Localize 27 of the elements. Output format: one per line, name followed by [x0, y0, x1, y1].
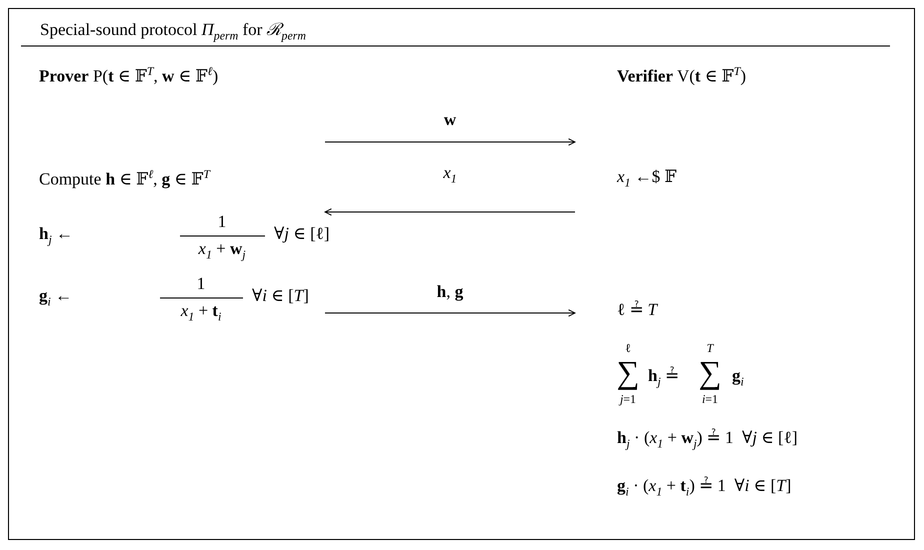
message-label: h, g: [436, 282, 464, 302]
message-label: w: [444, 110, 456, 130]
assignment-text: h$_{j}$ ←: [39, 224, 74, 247]
verification-check: ℓ ≟ T: [617, 300, 658, 320]
quantifier-text: ∀i ∈ [T]: [252, 286, 309, 306]
sum-symbol: ∑: [698, 356, 722, 388]
quantifier-text: ∀j ∈ [ℓ]: [274, 224, 330, 244]
fraction-denominator: x$_{1}$ + w$_{j}$: [198, 239, 246, 262]
sum-symbol: ∑: [616, 356, 640, 388]
verification-check: g$_{i}$ · (x$_{1}$ + t$_{i}$) ≟ 1 ∀i ∈ [T]: [617, 476, 792, 499]
verification-check: h$_{j}$ ≟: [648, 366, 680, 389]
assignment-text: g$_{i}$ ←: [39, 286, 72, 309]
fraction-numerator: 1: [196, 274, 206, 294]
sum-upper-limit: T: [706, 341, 714, 356]
verification-check: h$_{j}$ · (x$_{1}$ + w$_{j}$) ≟ 1 ∀j ∈ [ℓ]: [617, 428, 798, 451]
sum-lower-limit: j=1: [620, 392, 636, 406]
sum-lower-limit: i=1: [702, 392, 718, 406]
computation-step: Compute h ∈ 𝔽$^{ℓ}$, g ∈ 𝔽$^{T}$: [39, 167, 210, 190]
party-heading: Verifier V(t ∈ 𝔽$^{T}$): [617, 64, 746, 88]
challenge-sampling: x$_{1}$ ←$ 𝔽: [617, 167, 677, 190]
party-heading: Prover P(t ∈ 𝔽$^{T}$, w ∈ 𝔽$^{ℓ}$): [39, 64, 218, 88]
sum-upper-limit: ℓ: [625, 341, 631, 356]
message-label: x$_{1}$: [443, 163, 457, 186]
fraction-numerator: 1: [218, 212, 226, 232]
protocol-title: Special-sound protocol Π$_{perm}$ for ℛ$_{perm}$: [40, 20, 306, 43]
fraction-denominator: x$_{1}$ + t$_{i}$: [180, 301, 222, 324]
verification-check: g$_{i}$: [732, 366, 744, 389]
